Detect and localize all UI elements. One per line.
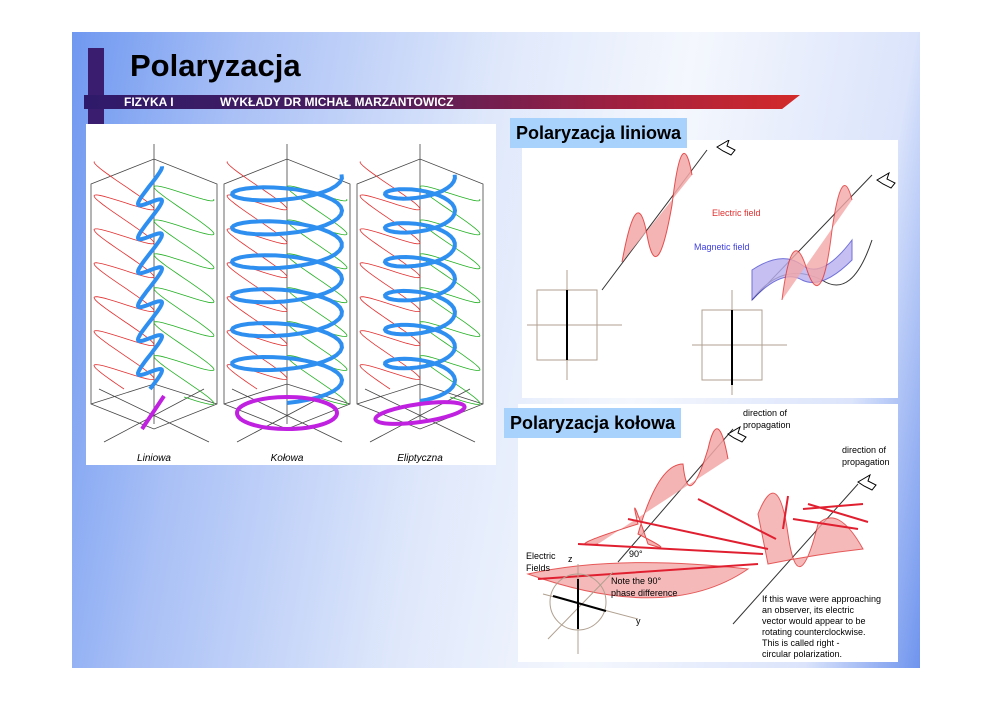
linear-polarization-figure: Electric field Magnetic field <box>522 138 898 398</box>
axis-box <box>356 144 484 443</box>
polarization-types-figure: Liniowa Kołowa Eliptyczna <box>86 124 496 465</box>
explanation-line: This is called right - <box>762 638 840 648</box>
banner-lecturer: WYKŁADY DR MICHAŁ MARZANTOWICZ <box>220 95 454 109</box>
polarization-helix <box>382 174 458 403</box>
caption-linear: Liniowa <box>137 453 171 464</box>
caption-circular: Kołowa <box>271 453 304 464</box>
polarization-diagram: Liniowa Kołowa Eliptyczna <box>90 144 484 464</box>
electric-fields-label-a: Electric <box>526 551 556 561</box>
axis-z-label: z <box>568 554 573 564</box>
direction-label-2a: direction of <box>842 445 887 455</box>
explanation-line: If this wave were approaching <box>762 594 881 604</box>
projection-ellipse <box>235 395 339 431</box>
electric-fields-label-b: Fields <box>526 563 551 573</box>
explanation-line: circular polarization. <box>762 649 842 659</box>
electric-field-label: Electric field <box>712 208 761 218</box>
electric-component-wave <box>359 161 421 390</box>
slide-title: Polaryzacja <box>130 48 301 83</box>
polarization-helix <box>135 166 165 391</box>
magnetic-field-label: Magnetic field <box>694 242 750 252</box>
circular-polarization-heading: Polaryzacja kołowa <box>504 408 682 438</box>
axis-box <box>223 144 351 443</box>
banner-course: FIZYKA I <box>124 95 174 109</box>
direction-label-1a: direction of <box>743 408 788 418</box>
note-line-2: phase difference <box>611 588 677 598</box>
circular-polarization-figure: direction of propagation direction of pr… <box>518 404 898 662</box>
circular-wave-diagram: direction of propagation direction of pr… <box>526 408 890 659</box>
axis-box <box>90 144 218 443</box>
caption-elliptical: Eliptyczna <box>397 453 443 464</box>
projection-line <box>140 394 166 431</box>
explanation-line: vector would appear to be <box>762 616 866 626</box>
linear-wave-diagram: Electric field Magnetic field <box>527 138 896 395</box>
header-banner: FIZYKA I WYKŁADY DR MICHAŁ MARZANTOWICZ <box>84 95 800 109</box>
polarization-helix <box>229 174 345 405</box>
magnetic-component-wave <box>419 185 481 405</box>
electric-component-wave <box>226 161 288 390</box>
axis-y-label: y <box>636 616 641 626</box>
projection-ellipse <box>373 400 467 426</box>
direction-label-1b: propagation <box>743 420 791 430</box>
linear-polarization-heading: Polaryzacja liniowa <box>510 118 688 148</box>
explanation-line: an observer, its electric <box>762 605 855 615</box>
electric-component-wave <box>93 161 155 390</box>
magnetic-component-wave <box>153 185 215 405</box>
direction-label-2b: propagation <box>842 457 890 467</box>
note-line-1: Note the 90° <box>611 576 662 586</box>
explanation-line: rotating counterclockwise. <box>762 627 866 637</box>
angle-label: 90° <box>629 549 643 559</box>
